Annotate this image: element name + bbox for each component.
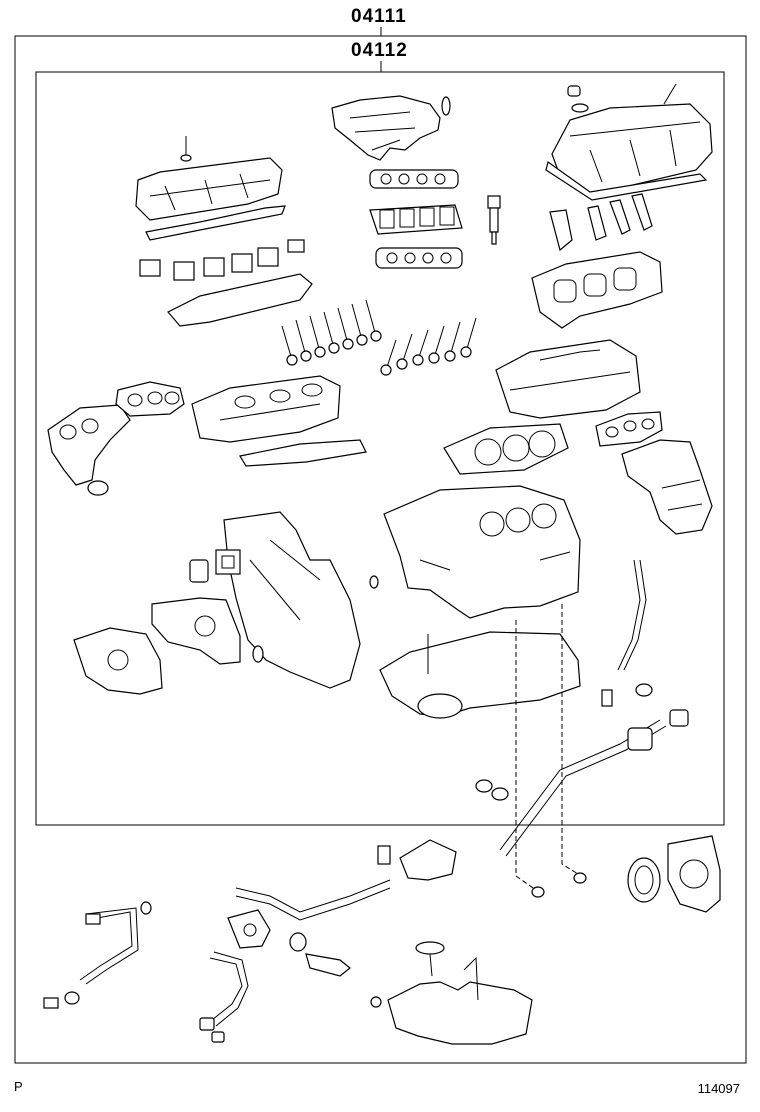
left-head-gasket — [239, 439, 367, 467]
water-pump — [73, 627, 163, 695]
left-exhaust-gasket — [115, 381, 185, 417]
heater-hose-left — [43, 901, 152, 1009]
water-pump-gasket — [151, 597, 241, 665]
intake-plenum — [331, 95, 441, 161]
timing-chain-cover — [223, 511, 361, 689]
fuel-injector — [487, 195, 501, 245]
left-valve-cover — [135, 136, 283, 221]
water-outlet-pipe — [235, 839, 457, 977]
left-port-gaskets — [139, 239, 305, 281]
right-intake-manifold — [531, 251, 663, 329]
water-bypass-pipe — [475, 683, 689, 857]
plug-seal-left — [531, 886, 545, 898]
valve-cover-gasket-right — [545, 160, 708, 201]
left-intake-runner — [167, 273, 313, 327]
dashed-leader-left — [515, 620, 537, 891]
assembly-label-outer: 04111 — [351, 6, 407, 27]
thermostat-housing — [227, 909, 271, 949]
right-exhaust-manifold — [621, 439, 713, 535]
right-valve-cover — [551, 83, 713, 195]
plenum-gasket-ring — [441, 96, 451, 116]
right-head-gasket — [443, 423, 569, 475]
plug-seal-right — [573, 872, 587, 884]
footer-left-code: P — [14, 1079, 23, 1094]
dipstick-guide — [601, 559, 647, 707]
inner-kit-frame — [35, 71, 725, 826]
intake-manifold-gaskets — [369, 169, 463, 269]
right-port-seals — [549, 193, 653, 252]
rear-seal-retainer-gasket — [667, 835, 721, 913]
outer-kit-frame — [14, 35, 747, 1064]
oil-pan-upper — [379, 631, 581, 719]
rear-oil-seal — [627, 857, 661, 903]
left-cylinder-head — [191, 375, 341, 443]
right-cylinder-head — [495, 339, 641, 419]
valve-cover-gasket-left — [145, 205, 286, 241]
oil-pan-lower — [370, 941, 533, 1045]
oil-cooler-hose — [199, 951, 249, 1043]
timing-cover-gaskets — [189, 549, 379, 663]
dashed-leader-right — [561, 604, 579, 875]
assembly-label-inner: 04112 — [351, 40, 408, 61]
right-valve-set — [380, 317, 477, 376]
left-exhaust-manifold — [47, 404, 131, 496]
engine-block — [383, 485, 581, 619]
right-exhaust-gasket — [595, 411, 663, 447]
footer-right-code: 114097 — [697, 1081, 740, 1096]
left-valve-set — [281, 299, 382, 366]
